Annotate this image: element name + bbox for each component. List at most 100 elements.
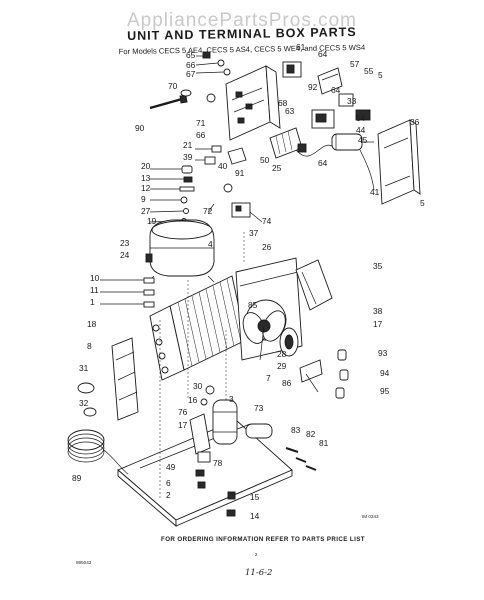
fan-motor-lower [212, 399, 273, 445]
callout-c24: 24 [120, 250, 130, 260]
compressor [145, 219, 215, 283]
callout-c86: 86 [282, 378, 292, 388]
callout-c67: 67 [186, 69, 196, 79]
exploded-parts-drawing [67, 51, 421, 527]
condenser-coil [149, 275, 247, 381]
page-mark: 2 [255, 552, 258, 557]
screw-hardware-right [285, 447, 317, 471]
callout-c78: 78 [213, 458, 223, 468]
callout-c11: 11 [90, 285, 99, 295]
callout-c12: 12 [141, 183, 151, 193]
callout-c85: 85 [248, 300, 258, 310]
callout-c89: 89 [72, 473, 82, 483]
callout-c64b: 64 [331, 85, 341, 95]
callout-c6: 6 [166, 478, 171, 488]
callout-c35: 35 [373, 261, 383, 271]
callout-c64c: 64 [318, 158, 328, 168]
callout-c37: 37 [249, 228, 259, 238]
callout-c40: 40 [218, 161, 228, 171]
callout-c74: 74 [262, 216, 272, 226]
callout-c13: 13 [141, 173, 151, 183]
callout-c94: 94 [380, 368, 390, 378]
switch-hardware [195, 145, 247, 193]
blower-wheel [279, 327, 299, 357]
side-clips [335, 349, 349, 399]
callout-c66b: 66 [196, 130, 206, 140]
callout-c50: 50 [260, 155, 270, 165]
callout-c91: 91 [235, 168, 245, 178]
terminal-box-panel [225, 65, 281, 141]
callout-c70: 70 [168, 81, 178, 91]
small-hardware-left [149, 165, 195, 224]
assembly-guide-lines [159, 230, 245, 500]
callout-c31: 31 [79, 363, 89, 373]
grommet-70 [180, 89, 192, 97]
watermark: AppliancePartsPros.com [127, 10, 357, 31]
callout-c26: 26 [262, 242, 272, 252]
callout-c16: 16 [188, 395, 198, 405]
ordering-note: FOR ORDERING INFORMATION REFER TO PARTS … [161, 536, 365, 543]
terminal-block [269, 127, 307, 159]
callout-c20: 20 [141, 161, 151, 171]
callout-c61: 61 [296, 42, 306, 52]
callout-c29: 29 [277, 361, 287, 371]
drain-channel [295, 259, 333, 311]
callout-c25: 25 [272, 163, 282, 173]
callout-c49: 49 [166, 462, 176, 472]
run-capacitor [331, 133, 374, 151]
washer-16 [200, 398, 208, 406]
models-subtitle: For Models CECS 5 AE4, CECS 5 AS4, CECS … [119, 43, 366, 56]
callout-c8: 8 [87, 341, 92, 351]
callout-c95: 95 [380, 386, 390, 396]
callout-c82: 82 [306, 429, 316, 439]
control-panel [377, 119, 421, 205]
callout-c73: 73 [254, 403, 264, 413]
callout-c90: 90 [135, 123, 145, 133]
figure-code: IM 0343 [362, 514, 379, 519]
callout-c19: 19 [147, 216, 157, 226]
callout-c72: 72 [203, 206, 213, 216]
motor-mount [189, 413, 211, 489]
nut-14 [226, 509, 236, 517]
callout-c2: 2 [166, 490, 171, 500]
callout-c17b: 17 [178, 420, 188, 430]
callout-c5a: 5 [378, 70, 383, 80]
callout-c83: 83 [291, 425, 301, 435]
callout-c9: 9 [141, 194, 146, 204]
callout-c36: 36 [410, 117, 420, 127]
callout-c38: 38 [373, 306, 383, 316]
callout-c1: 1 [90, 297, 95, 307]
callout-c41: 41 [370, 187, 380, 197]
nut-15 [227, 491, 236, 500]
selector-switch [231, 202, 263, 223]
ground-wire [359, 149, 375, 191]
washer-30 [205, 385, 215, 395]
long-screw [149, 95, 188, 110]
callout-c18: 18 [87, 319, 97, 329]
callout-c15: 15 [250, 492, 260, 502]
callout-c81: 81 [319, 438, 329, 448]
callout-c5b: 5 [420, 198, 425, 208]
grommet-stack [100, 277, 155, 308]
fan-motor [242, 310, 286, 361]
callout-c10: 10 [90, 273, 100, 283]
callout-c17a: 17 [373, 319, 383, 329]
callout-c68: 68 [278, 98, 288, 108]
mounting-hardware-upper [195, 51, 231, 76]
motor-bracket [299, 359, 323, 393]
callout-c45: 45 [358, 135, 368, 145]
callout-c55: 55 [364, 66, 374, 76]
callout-c32: 32 [79, 398, 89, 408]
callout-c23: 23 [120, 238, 130, 248]
rear-grille [111, 337, 139, 421]
bushing-71 [206, 93, 216, 103]
callout-c3: 3 [229, 394, 234, 404]
handwritten-date: 11-6-2 [245, 568, 272, 578]
callout-c93: 93 [378, 348, 388, 358]
callout-c66a: 66 [186, 60, 196, 70]
callout-c30: 30 [193, 381, 203, 391]
callout-c65: 65 [186, 50, 196, 60]
document-number: 985043 [76, 560, 92, 565]
clip-72 [207, 203, 215, 213]
